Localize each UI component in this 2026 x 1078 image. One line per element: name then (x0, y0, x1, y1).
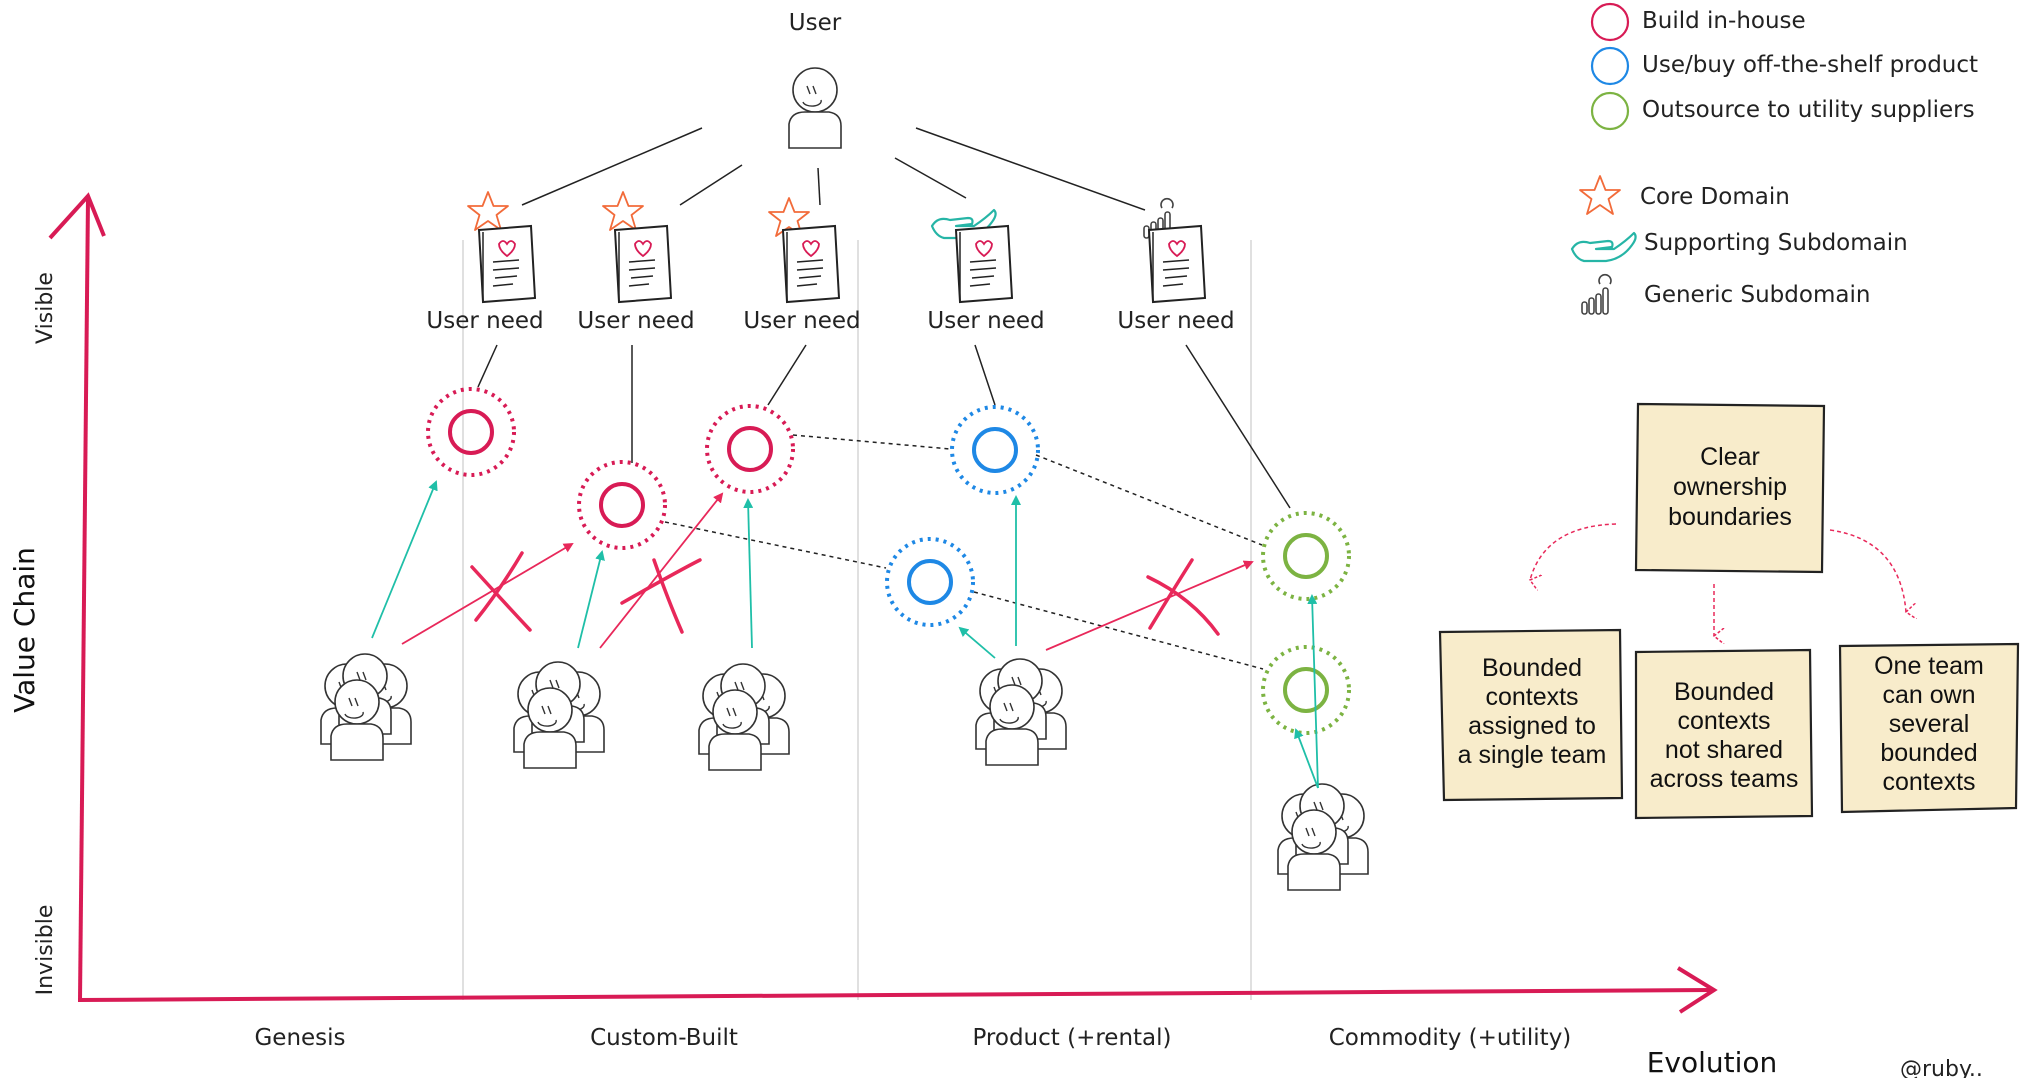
user-need-5: User need (1117, 197, 1235, 334)
team-icon (1278, 784, 1368, 890)
note-right (1838, 642, 2020, 814)
stage-commodity: Commodity (+utility) (1329, 1025, 1572, 1051)
legend-supporting-label: Supporting Subdomain (1644, 230, 1908, 256)
credit-text: @ruby.. (1900, 1057, 1983, 1078)
user-need-1: User need (426, 191, 544, 334)
user-need-label: User need (927, 308, 1044, 334)
y-axis-line (78, 197, 90, 1001)
team-icon (976, 659, 1066, 765)
axes (48, 192, 1718, 1014)
top-user-label: User (789, 10, 842, 36)
note-left (1438, 628, 1624, 802)
x-axis-line (77, 988, 1713, 1002)
generic-subdomain-icon (1581, 273, 1612, 315)
sticky-notes: Clear ownership boundaries Bounded conte… (1438, 402, 2020, 820)
note-top (1634, 402, 1826, 574)
user-need-label: User need (743, 308, 860, 334)
component-build-1 (426, 387, 516, 477)
note-middle-line: not shared (1665, 736, 1783, 764)
y-axis-title: Value Chain (8, 547, 41, 713)
note-top-line: boundaries (1668, 503, 1792, 531)
user-need-3: User need (743, 197, 861, 334)
user-need-label: User need (577, 308, 694, 334)
legend-core-label: Core Domain (1640, 184, 1790, 210)
note-top-line: ownership (1673, 473, 1787, 501)
team-icon (699, 664, 789, 770)
user-need-2: User need (577, 191, 695, 334)
component-outsource-2 (1261, 645, 1351, 735)
user-need-4: User need (927, 208, 1045, 334)
user-need-doc-icon (955, 225, 1013, 303)
stage-genesis: Genesis (254, 1025, 345, 1051)
note-left-line: contexts (1485, 683, 1578, 711)
component-build-2 (577, 460, 667, 550)
user-need-links (521, 127, 1146, 211)
note-left-line: a single team (1458, 741, 1607, 769)
cross-mark (1148, 558, 1194, 630)
outsource-swatch (1590, 91, 1630, 131)
user-need-label: User need (1117, 308, 1234, 334)
core-domain-icon (602, 191, 644, 231)
team-icon (321, 654, 411, 760)
cross-marks (470, 551, 1220, 636)
cross-mark (474, 551, 524, 622)
x-axis-title: Evolution (1647, 1046, 1778, 1078)
build-swatch (1590, 2, 1630, 42)
core-domain-icon (467, 191, 509, 231)
note-top-line: Clear (1700, 443, 1760, 471)
note-middle-line: contexts (1677, 707, 1770, 735)
legend: Build in-house Use/buy off-the-shelf pro… (1570, 2, 1978, 315)
y-axis-arrowhead (48, 192, 106, 240)
legend-generic-label: Generic Subdomain (1644, 282, 1870, 308)
user-need-doc-icon (1148, 225, 1206, 303)
note-middle (1634, 648, 1814, 820)
note-right-line: can own (1882, 681, 1975, 709)
user-need-doc-icon (478, 225, 536, 303)
note-right-line: bounded (1880, 739, 1977, 767)
top-user-icon (788, 67, 842, 149)
note-right-line: contexts (1882, 768, 1975, 796)
legend-buy-label: Use/buy off-the-shelf product (1642, 52, 1978, 78)
user-need-doc-icon (782, 225, 840, 303)
component-buy-2 (885, 537, 975, 627)
note-middle-line: across teams (1650, 765, 1799, 793)
stage-custom-built: Custom-Built (590, 1025, 738, 1051)
cross-mark (620, 558, 702, 605)
stage-product: Product (+rental) (972, 1025, 1171, 1051)
supporting-subdomain-icon (1570, 231, 1637, 263)
note-left-line: Bounded (1482, 654, 1582, 682)
user-need-label: User need (426, 308, 543, 334)
x-axis-arrowhead (1676, 966, 1718, 1014)
cross-mark (652, 558, 684, 634)
core-domain-icon (1579, 175, 1621, 215)
buy-swatch (1590, 46, 1630, 86)
blocked-arrows (401, 492, 1254, 651)
note-right-line: several (1889, 710, 1970, 738)
note-middle-line: Bounded (1674, 678, 1774, 706)
user-need-doc-icon (614, 225, 672, 303)
team-icon (514, 662, 604, 768)
cross-mark (470, 565, 532, 632)
y-axis-invisible-label: Invisible (33, 905, 58, 996)
component-outsource-1 (1261, 511, 1351, 601)
component-buy-1 (950, 405, 1040, 495)
need-component-links (477, 344, 1291, 509)
ownership-arrows (371, 480, 1319, 789)
y-axis-visible-label: Visible (33, 272, 58, 344)
note-left-line: assigned to (1468, 712, 1596, 740)
legend-build-label: Build in-house (1642, 8, 1806, 34)
component-build-3 (705, 404, 795, 494)
legend-outsource-label: Outsource to utility suppliers (1642, 97, 1975, 123)
dependency-lines (664, 434, 1264, 670)
cross-mark (1146, 575, 1220, 636)
note-right-line: One team (1874, 652, 1984, 680)
stage-dividers (462, 240, 1252, 1000)
